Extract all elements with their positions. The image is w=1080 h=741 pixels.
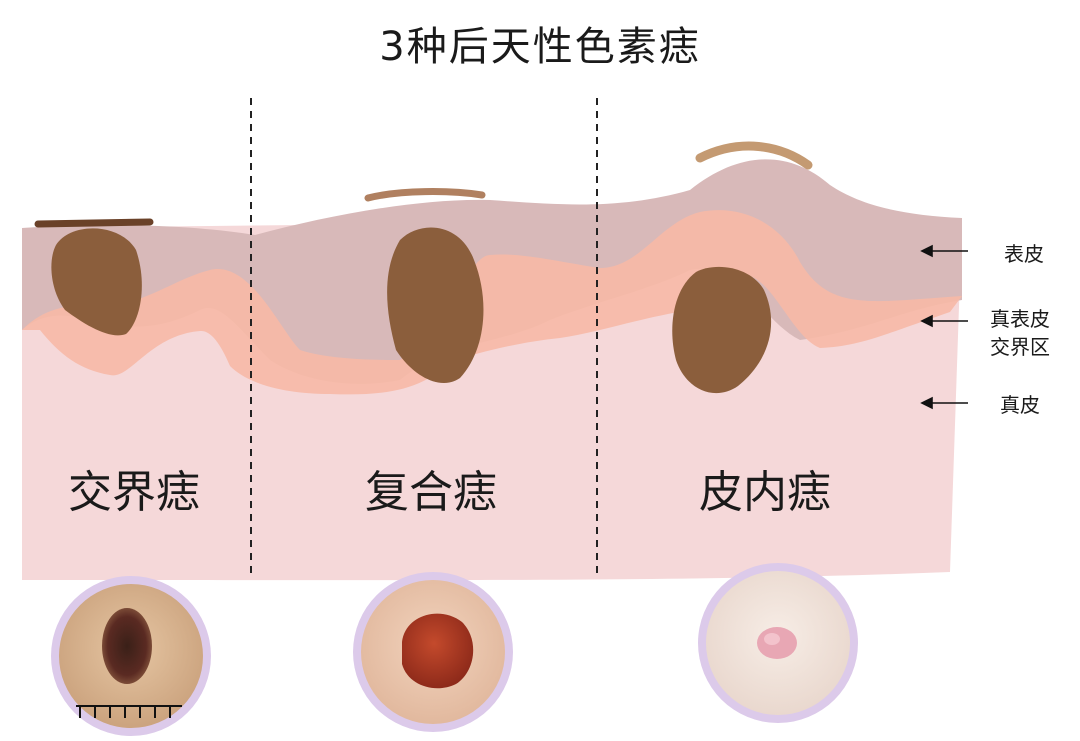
compound-nevus-label: 复合痣 — [365, 467, 497, 518]
layer-arrows — [920, 244, 968, 410]
junction-label-line1: 真表皮 — [990, 307, 1050, 331]
compound-nevus-photo — [353, 572, 513, 732]
junctional-nevus-label: 交界痣 — [68, 467, 200, 518]
intradermal-crust — [695, 141, 813, 170]
junction-zone — [22, 210, 962, 395]
compound-nevus-cells — [387, 227, 484, 384]
diagram-title: 3种后天性色素痣 — [379, 24, 701, 70]
ruler-scale — [76, 705, 182, 718]
intradermal-nevus-label: 皮内痣 — [699, 467, 831, 518]
junctional-nevus-photo — [51, 576, 211, 736]
intradermal-nevus-cells — [672, 266, 772, 394]
intradermal-nevus-photo — [698, 563, 858, 723]
epidermis-label: 表皮 — [1004, 242, 1044, 266]
junction-label-line2: 交界区 — [990, 335, 1050, 359]
compound-crust — [364, 188, 486, 202]
dermis-label: 真皮 — [1000, 393, 1040, 417]
junctional-nevus-cells — [51, 228, 142, 336]
junctional-crust — [34, 218, 154, 228]
